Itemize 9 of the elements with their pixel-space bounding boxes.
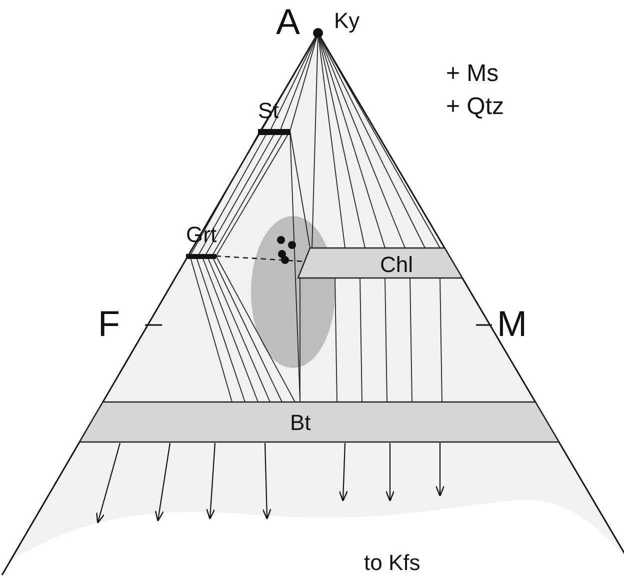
mineral-label: Bt [290, 412, 311, 434]
apex-label: F [98, 306, 120, 342]
direction-label: to Kfs [364, 552, 420, 574]
assemblage-note: + Qtz [446, 95, 504, 119]
apex-label: A [276, 4, 300, 40]
apex-label: M [497, 306, 527, 342]
mineral-label: Chl [380, 254, 414, 276]
mineral-label: Ky [334, 10, 360, 32]
assemblage-note: + Ms [446, 62, 499, 86]
